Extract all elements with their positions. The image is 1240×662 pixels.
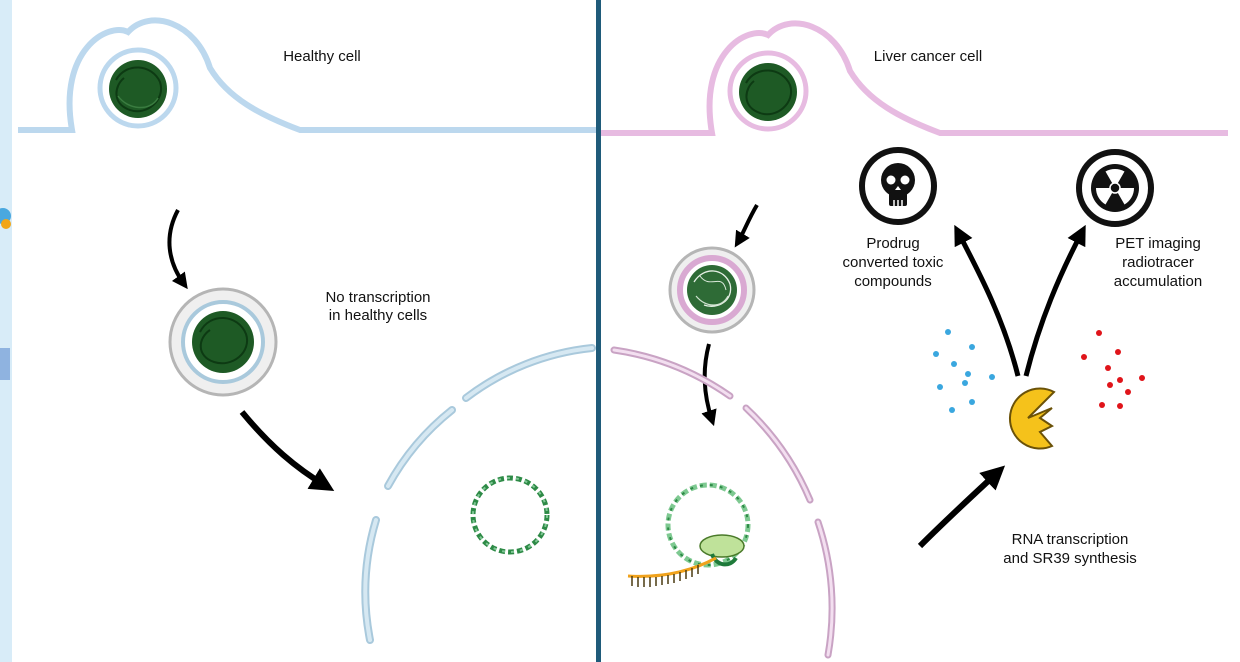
edge-orange-blob: [1, 219, 11, 229]
healthy-nucleus: [361, 344, 596, 644]
enzyme-pacman: [1008, 387, 1056, 450]
panel-divider: [596, 0, 601, 662]
pet-label-line3: accumulation: [1113, 273, 1203, 290]
rna-polymerase: [699, 534, 745, 567]
arrow-to-enzyme: [917, 465, 1006, 549]
rna-label-line1: RNA transcription: [1011, 531, 1129, 548]
cancer-nucleus: [610, 346, 836, 659]
red-molecules: [1081, 330, 1145, 409]
cancer-membrane: [601, 20, 1228, 136]
toxic-label-line2: converted toxic: [842, 254, 944, 271]
dna-ball-entering-healthy: [109, 60, 167, 118]
cancer-endosome: [668, 246, 756, 334]
toxic-label-line1: Prodrug: [866, 235, 920, 252]
healthy-membrane: [18, 17, 596, 133]
healthy-caption-line2: in healthy cells: [328, 307, 428, 324]
blue-molecules: [933, 329, 995, 413]
arrow-healthy-to-endosome: [167, 209, 188, 290]
skull-icon: [859, 147, 937, 225]
dna-ball-entering-cancer: [739, 63, 797, 121]
healthy-cell-title: Healthy cell: [283, 48, 361, 65]
rna-transcript: [627, 556, 717, 587]
rna-label-line2: and SR39 synthesis: [1003, 550, 1137, 567]
radiation-icon: [1076, 149, 1154, 227]
edge-protein-shape: [0, 348, 10, 380]
arrow-endosome-to-nucleus: [239, 410, 335, 491]
left-edge-strip: [0, 0, 12, 662]
pet-label-line1: PET imaging: [1115, 235, 1201, 252]
arrow-to-toxic: [954, 224, 1021, 377]
healthy-caption-line1: No transcription: [325, 289, 431, 306]
healthy-plasmid: [470, 475, 550, 555]
arrow-cancer-to-endosome: [734, 203, 759, 248]
toxic-label-line3: compounds: [854, 273, 932, 290]
healthy-endosome: [168, 287, 278, 397]
arrow-to-pet: [1023, 224, 1086, 377]
cancer-plasmid: [665, 482, 751, 568]
pet-label-line2: radiotracer: [1122, 254, 1194, 271]
cancer-cell-title: Liver cancer cell: [873, 48, 983, 65]
